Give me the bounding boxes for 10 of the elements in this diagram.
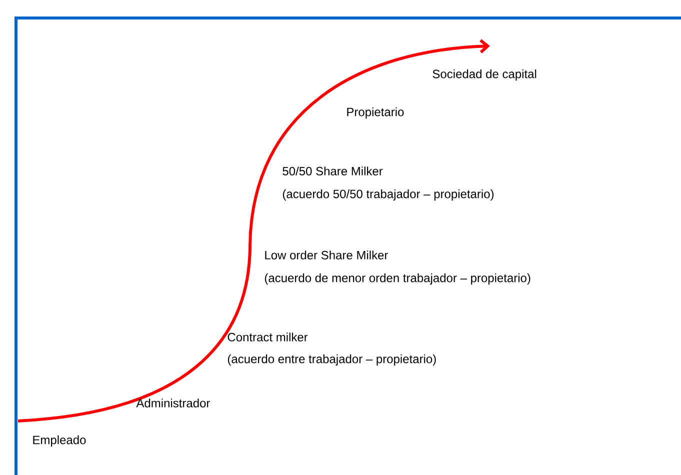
stage-label: Administrador: [136, 398, 210, 408]
stage-label: 50/50 Share Milker: [282, 166, 383, 176]
stage-label: Sociedad de capital: [432, 69, 536, 81]
stage-label: Propietario: [347, 107, 404, 119]
stage-label: (acuerdo entre trabajador – propietario): [228, 354, 436, 366]
stage-label: (acuerdo 50/50 trabajador – propietario): [282, 189, 494, 201]
stage-label: Low order Share Milker: [265, 250, 388, 260]
stage-label: Empleado: [33, 435, 86, 447]
stage-label: (acuerdo de menor orden trabajador – propietario): [264, 273, 530, 285]
stage-label: Contract milker: [228, 332, 308, 342]
